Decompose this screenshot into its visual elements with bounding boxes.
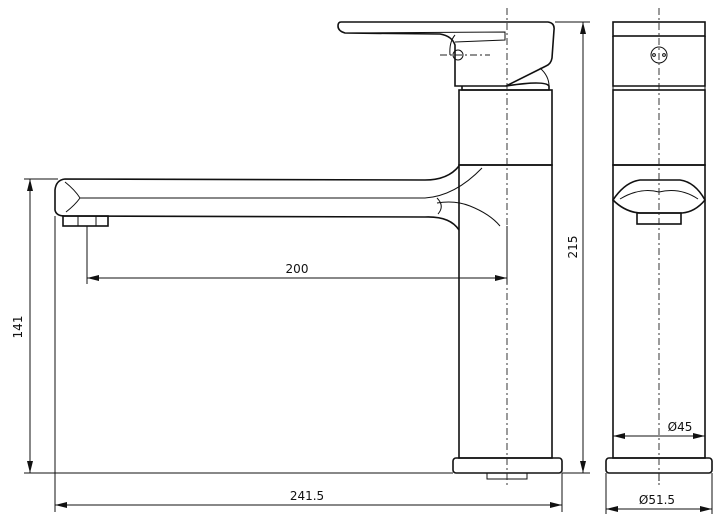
front-view [54,8,563,486]
handle-screw-icon [452,49,464,61]
dimension-diameter-45: Ø45 [613,420,705,439]
side-spout-section [611,179,706,214]
side-view [605,8,713,486]
base-diameter-label: Ø51.5 [639,493,675,507]
dimension-diameter-51-5: Ø51.5 [605,473,713,514]
dimension-241-5: 241.5 [54,216,563,512]
upper-body [458,89,553,166]
spout-reach-label: 200 [286,262,309,276]
lever-handle [337,21,555,87]
aerator [62,215,109,227]
total-height-label: 215 [566,236,580,259]
dimension-141: 141 [11,178,453,474]
lower-body [458,164,553,459]
side-handle [612,21,706,37]
dimension-200: 200 [86,226,508,284]
body-diameter-label: Ø45 [668,420,693,434]
dimension-215: 215 [555,21,590,474]
total-length-label: 241.5 [290,489,324,503]
spout-height-label: 141 [11,316,25,339]
spout [54,165,501,231]
base-plate [452,457,563,474]
